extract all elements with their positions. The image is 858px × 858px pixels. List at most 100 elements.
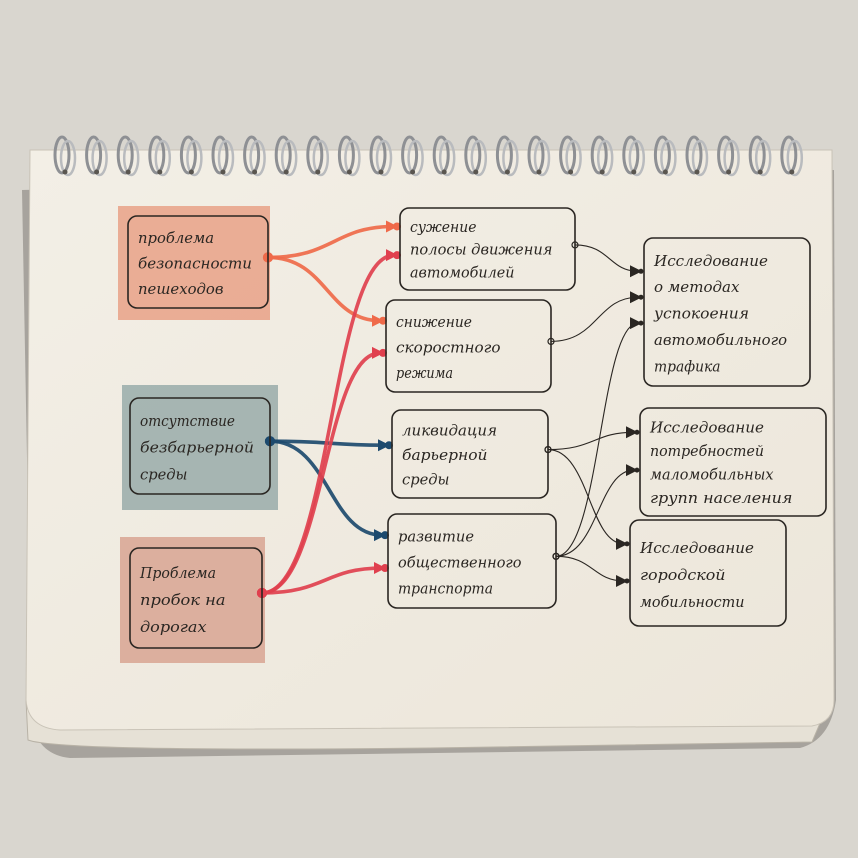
box-text-line: ликвидация xyxy=(402,422,497,440)
research-box-mobility: Исследование городской мобильности xyxy=(629,519,787,627)
box-outline xyxy=(127,215,269,309)
box-text-line: мобильности xyxy=(640,593,745,611)
box-text-line: Исследование xyxy=(639,539,754,557)
link-transport-to-calming xyxy=(552,317,644,560)
link-end-dot xyxy=(624,541,630,547)
spiral-ring xyxy=(780,135,804,177)
box-text-line: Исследование xyxy=(649,419,764,437)
box-text-line: скоростного xyxy=(396,338,501,356)
link-end-dot xyxy=(393,222,401,231)
spiral-ring xyxy=(527,135,551,177)
box-text-line: отсутствие xyxy=(140,412,235,430)
link-arrowhead xyxy=(386,220,398,233)
spiral-ring xyxy=(685,135,709,177)
link-arrowhead xyxy=(374,529,386,542)
research-box-needs: Исследование потребностей маломобильных гру… xyxy=(639,407,827,517)
box-text-line: безбарьерной xyxy=(140,439,254,457)
box-outline xyxy=(639,407,827,517)
measure-box-lane: сужение полосы движения автомобилей xyxy=(399,207,576,291)
link-arrowhead xyxy=(630,265,642,278)
color-blocks xyxy=(118,206,278,663)
box-text-line: дорогах xyxy=(140,618,207,636)
spiral-ring xyxy=(559,135,582,177)
color-block-traffic xyxy=(120,537,265,663)
box-text-line: автомобилей xyxy=(410,263,515,281)
box-text-line: общественного xyxy=(398,554,522,572)
spiral-ring xyxy=(243,135,266,177)
link-end-dot xyxy=(634,429,640,435)
box-outline xyxy=(643,237,811,387)
spiral-ring xyxy=(748,135,772,177)
box-text-line: автомобильного xyxy=(654,331,787,349)
link-end-dot xyxy=(379,316,387,325)
spiral-ring xyxy=(622,135,646,177)
link-end-dot xyxy=(381,531,389,540)
link-arrowhead xyxy=(616,537,628,550)
box-text-line: среды xyxy=(140,465,188,483)
link-end-dot xyxy=(385,441,393,450)
box-text-line: полосы движения xyxy=(410,241,553,259)
measure-box-liquidation: ликвидация барьерной среды xyxy=(391,409,549,499)
spiral-ring xyxy=(211,135,235,177)
link-end-dot xyxy=(638,268,644,274)
box-text-line: сужение xyxy=(410,218,477,236)
measure-box-transport: развитие общественного транспорта xyxy=(387,513,557,609)
link-arrowhead xyxy=(630,317,642,330)
spiral-ring xyxy=(590,135,614,177)
spiral-ring xyxy=(274,135,298,177)
link-arrowhead xyxy=(372,346,384,359)
box-text-line: о методах xyxy=(654,278,740,296)
box-outline xyxy=(387,513,557,609)
link-arrowhead xyxy=(630,291,642,304)
spiral-ring xyxy=(432,135,456,177)
link-pedestrian-to-speed xyxy=(262,252,387,327)
link-speed-to-calming xyxy=(547,291,644,345)
diagram-boxes: проблемабезопасностипешеходовотсутствиеб… xyxy=(127,207,827,649)
box-outline xyxy=(399,207,576,291)
spiral-ring xyxy=(495,135,519,177)
link-transport-to-needs xyxy=(552,464,640,560)
box-outline xyxy=(129,547,263,649)
box-text-line: городской xyxy=(640,566,726,584)
box-text-line: трафика xyxy=(654,357,721,375)
box-text-line: безопасности xyxy=(138,254,252,272)
box-text-line: развитие xyxy=(398,527,474,545)
box-text-line: среды xyxy=(402,471,450,489)
link-end-dot xyxy=(381,564,389,573)
link-arrowhead xyxy=(626,426,638,439)
spiral-ring xyxy=(85,135,108,177)
link-end-dot xyxy=(393,251,401,260)
box-text-line: транспорта xyxy=(398,580,493,598)
link-end-dot xyxy=(624,578,630,584)
spiral-ring xyxy=(464,135,488,177)
box-text-line: Исследование xyxy=(653,252,768,270)
spiral-ring xyxy=(306,135,330,177)
link-traffic-to-transport xyxy=(256,562,389,599)
link-arrowhead xyxy=(372,314,384,327)
spiral-ring xyxy=(401,135,424,177)
connection-links xyxy=(256,220,644,599)
spiral-binding xyxy=(53,135,804,177)
box-outline xyxy=(129,397,271,495)
problem-box-barrier: отсутствие безбарьерной среды xyxy=(129,397,271,495)
spiral-ring xyxy=(369,135,393,177)
link-arrowhead xyxy=(378,439,390,452)
box-text-line: групп населения xyxy=(650,489,793,507)
spiral-ring xyxy=(53,135,77,177)
link-arrowhead xyxy=(374,562,386,575)
spiral-ring xyxy=(116,135,140,177)
box-text-line: проблема xyxy=(138,229,214,247)
spiral-ring xyxy=(148,135,172,177)
box-outline xyxy=(629,519,787,627)
box-outline xyxy=(391,409,549,499)
box-text-line: маломобильных xyxy=(650,466,774,484)
box-text-line: потребностей xyxy=(650,442,764,460)
box-text-line: режима xyxy=(396,364,453,382)
box-text-line: барьерной xyxy=(402,446,488,464)
